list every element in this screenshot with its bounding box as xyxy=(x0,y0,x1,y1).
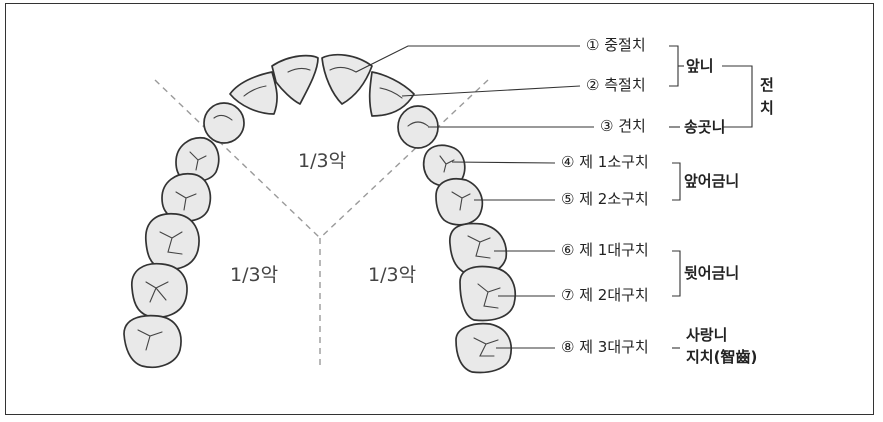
region-label-anterior: 1/3악 xyxy=(298,150,347,172)
label-second-molar: ⑦ 제 2대구치 xyxy=(561,286,649,304)
label-second-premolar: ⑤ 제 2소구치 xyxy=(561,190,649,208)
figure-frame xyxy=(5,3,874,415)
tooth-lateral-incisor-right xyxy=(368,71,415,117)
tooth-central-incisor-right xyxy=(321,53,373,105)
label-first-molar: ⑥ 제 1대구치 xyxy=(561,241,649,259)
group-label-canine: 송곳니 xyxy=(684,118,726,136)
divider-right xyxy=(319,79,489,239)
leader-first-premolar xyxy=(451,161,556,164)
label-first-premolar: ④ 제 1소구치 xyxy=(561,153,649,171)
group-label-wisdom-tooth: 사랑니 xyxy=(686,326,728,344)
region-label-right: 1/3악 xyxy=(368,264,417,286)
bracket-molars xyxy=(672,250,681,297)
tooth-central-incisor-left xyxy=(271,54,319,105)
group-label-anterior: 전 치 xyxy=(760,76,774,117)
group-label-premolars: 앞어금니 xyxy=(684,172,740,190)
tooth-first-molar-left xyxy=(145,212,200,270)
label-canine: ③ 견치 xyxy=(600,117,646,135)
label-central-incisor: ① 중절치 xyxy=(586,36,646,54)
bracket-anterior xyxy=(746,65,753,128)
bracket-front-teeth xyxy=(669,45,679,87)
leader-central-incisor xyxy=(355,45,580,73)
tooth-canine-left xyxy=(203,102,245,144)
label-lateral-incisor: ② 측절치 xyxy=(586,76,646,94)
tooth-second-premolar-right xyxy=(435,177,484,226)
leader-lateral-incisor xyxy=(401,85,581,97)
divider-left xyxy=(154,79,321,239)
bracket-premolars xyxy=(672,162,681,201)
group-label-wisdom-tooth-hanja: 지치(智齒) xyxy=(686,348,758,366)
tooth-third-molar-left xyxy=(123,314,182,369)
tooth-lateral-incisor-left xyxy=(229,71,278,115)
group-label-front-teeth: 앞니 xyxy=(686,57,714,75)
group-label-molars: 뒷어금니 xyxy=(684,264,740,282)
label-third-molar: ⑧ 제 3대구치 xyxy=(561,338,649,356)
tooth-second-molar-left xyxy=(131,262,188,318)
region-label-left: 1/3악 xyxy=(230,264,279,286)
